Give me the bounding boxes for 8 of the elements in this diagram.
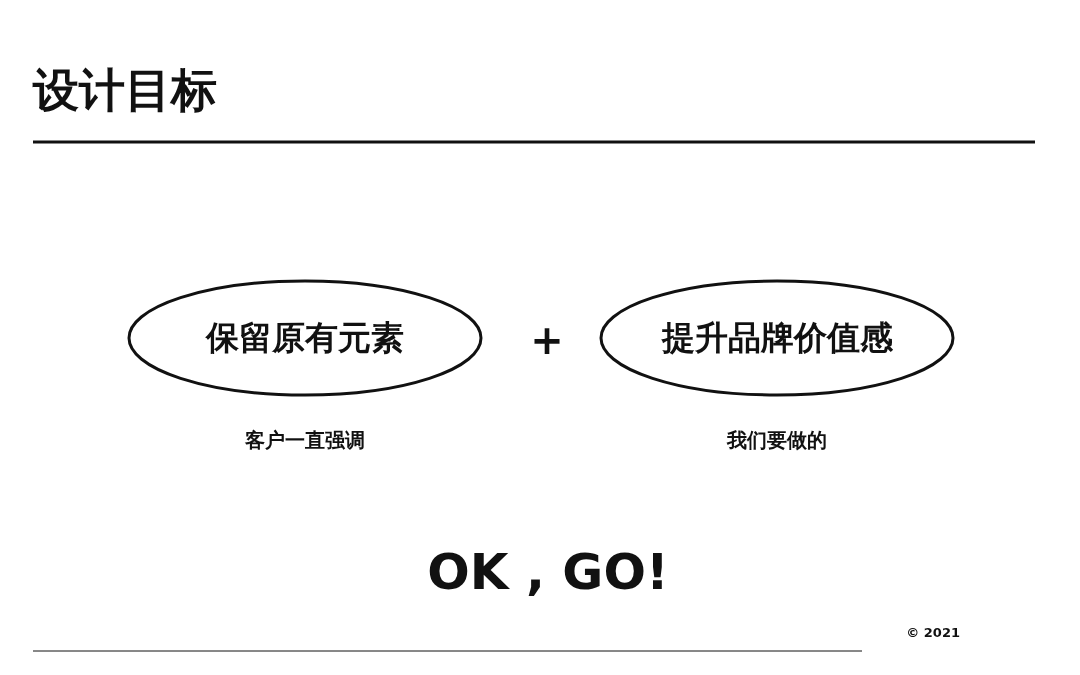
node-label: 提升品牌价值感 (660, 316, 894, 359)
plus-sign: + (530, 317, 564, 363)
copyright-note: © 2021 (906, 624, 960, 640)
node-label: 保留原有元素 (204, 316, 405, 359)
node-note: 客户一直强调 (244, 427, 366, 454)
title: 设计目标 (33, 62, 217, 119)
node-note: 我们要做的 (725, 427, 828, 454)
slogan: OK , GO! (427, 543, 669, 601)
